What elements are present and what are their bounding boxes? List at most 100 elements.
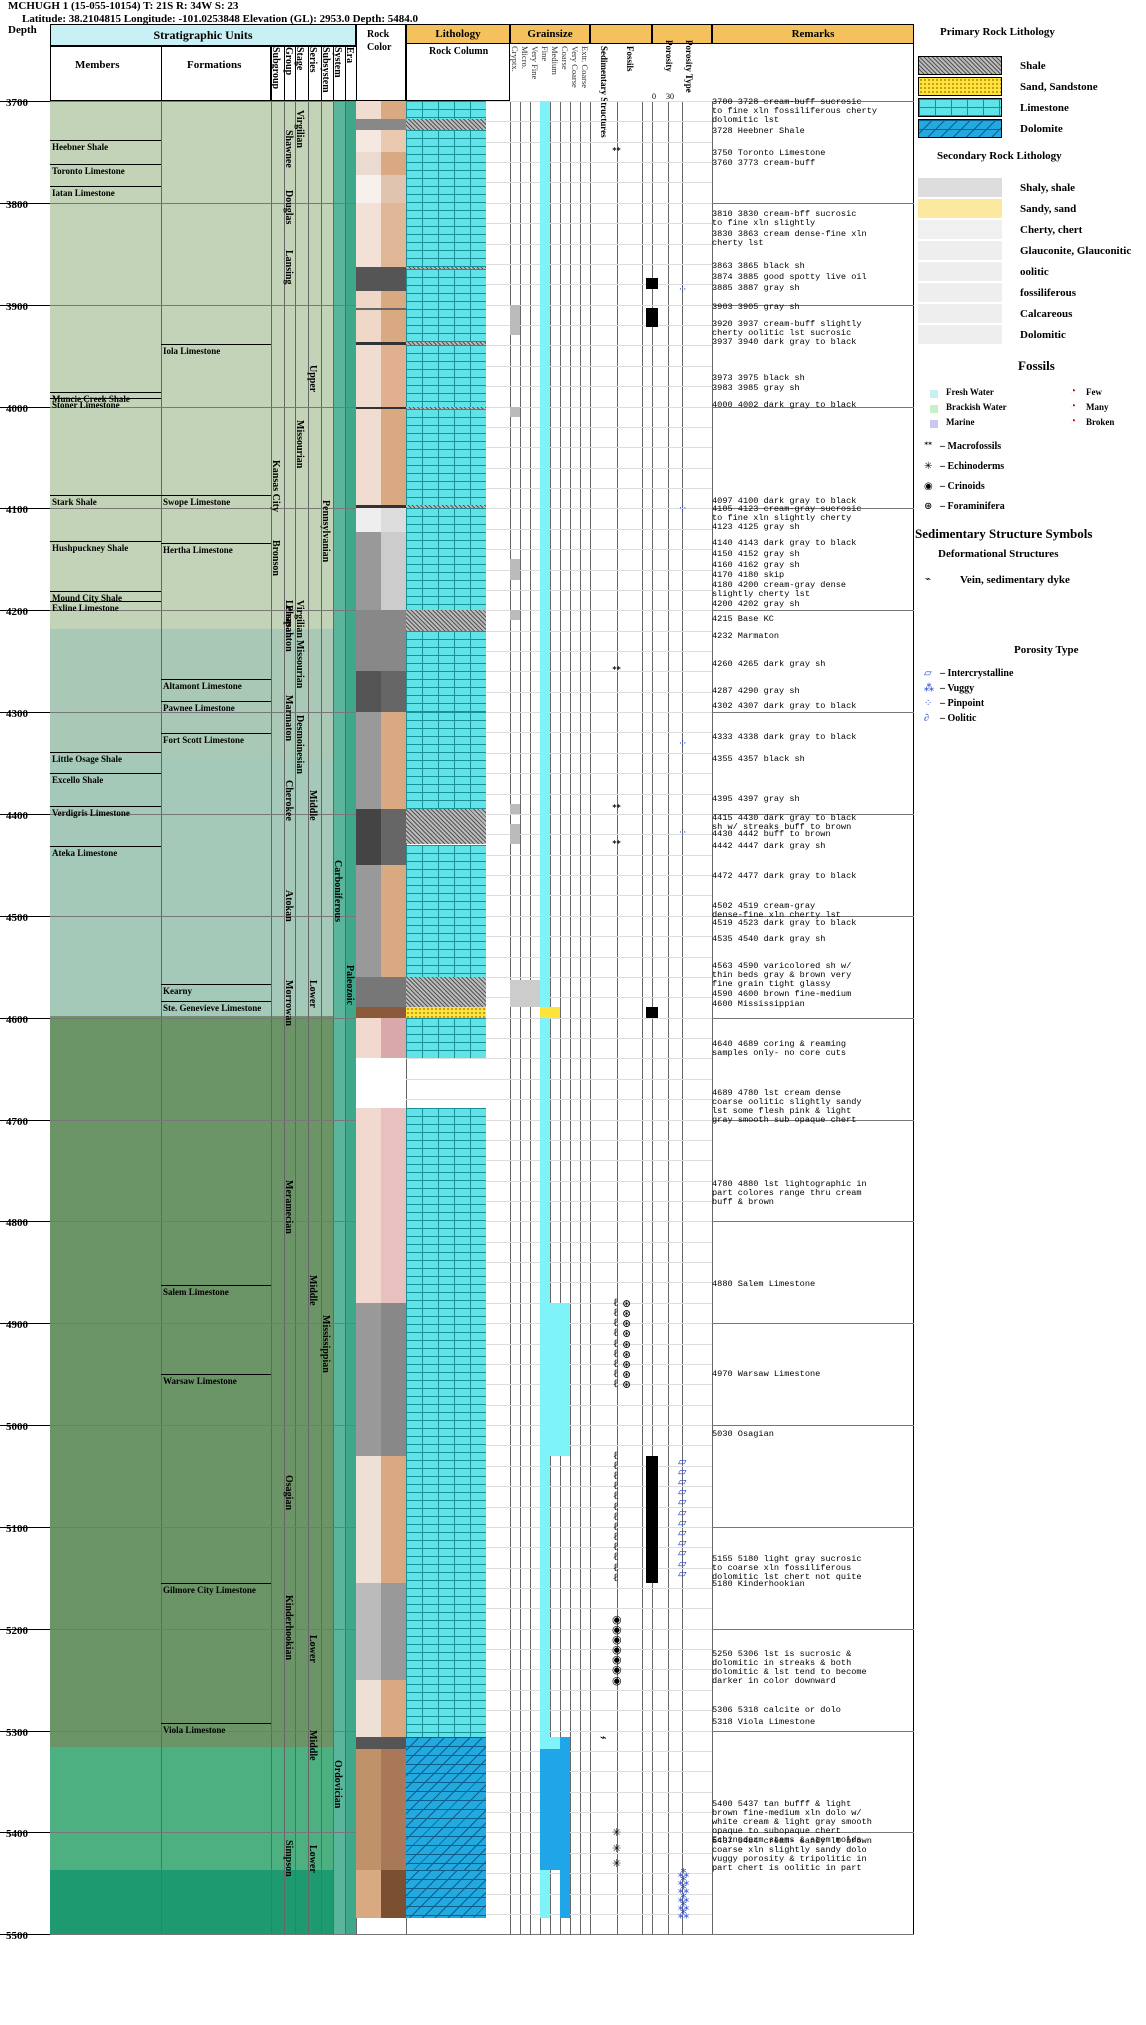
- depth-tick: [0, 1425, 50, 1427]
- echinoderm-icon: ✳: [612, 1842, 622, 1855]
- depth-5000: 5000: [6, 1421, 28, 1434]
- strat-zone-members: [50, 101, 161, 629]
- member-boundary: [50, 773, 161, 774]
- macrofossil-icon: ℓ: [613, 1480, 619, 1493]
- crinoid-icon: ◉: [612, 1633, 622, 1646]
- groups-label: Osagian: [283, 1475, 294, 1511]
- depth-tick: [0, 304, 50, 306]
- remark-text: 3885 3887 gray sh: [712, 283, 800, 293]
- remark-text: 5030 Osagian: [712, 1429, 774, 1439]
- rock-color-band: [356, 671, 381, 713]
- foraminifera-icon: ⊛: [622, 1338, 632, 1351]
- stages-label: Virgilian: [294, 110, 305, 148]
- color-header-text: Color: [367, 42, 392, 53]
- rock-color-band: [356, 1870, 381, 1918]
- minor-gridline: [356, 447, 712, 449]
- macrofossil-icon: ᕯ: [612, 802, 622, 815]
- minor-gridline: [356, 610, 712, 612]
- groups-label: Pleasanton: [283, 605, 294, 652]
- legend-sed-sub: Deformational Structures: [938, 548, 1059, 560]
- rock-color-band: [381, 1058, 406, 1109]
- groups-label: Marmaton: [283, 695, 294, 742]
- minor-gridline: [356, 467, 712, 469]
- member-boundary: [50, 846, 161, 847]
- member-boundary: [50, 398, 161, 399]
- remark-text: 4395 4397 gray sh: [712, 794, 800, 804]
- foraminifera-icon: ⊛: [622, 1318, 632, 1331]
- lithology-header-text: Lithology: [435, 28, 481, 40]
- member-label: Stoner Limestone: [52, 400, 120, 410]
- strat-zone-members: [50, 628, 161, 758]
- member-boundary: [50, 591, 161, 592]
- rock-color-band: [381, 1007, 406, 1018]
- rock-color-band: [381, 1017, 406, 1059]
- groups-label: Douglas: [283, 190, 294, 225]
- strat-zone-formations: [161, 1870, 271, 1935]
- formation-label: Hertha Limestone: [163, 545, 233, 555]
- strat-zone-formations: [161, 1015, 271, 1747]
- rock-color-band: [381, 1736, 406, 1749]
- foraminifera-icon: ⊛: [622, 1358, 632, 1371]
- rock-color-band: [356, 505, 381, 509]
- depth-tick: [0, 1628, 50, 1630]
- formation-label: Kearny: [163, 986, 192, 996]
- lithology-shale: [406, 342, 486, 346]
- remark-text: 4430 4442 buff to brown: [712, 829, 831, 839]
- minor-gridline: [356, 1119, 712, 1121]
- legend-poro-icon: ⁘: [924, 698, 933, 709]
- grainsize-shale: [510, 979, 540, 1008]
- minor-gridline: [356, 1445, 712, 1447]
- depth-tick: [0, 1119, 50, 1121]
- minor-gridline: [356, 386, 712, 388]
- intercrystalline-icon: ▱: [678, 1486, 687, 1499]
- legend-fossils-title: Fossils: [1018, 358, 1055, 373]
- rock-color-band: [356, 976, 381, 1008]
- remark-text: 4170 4180 skip: [712, 570, 785, 580]
- minor-gridline: [356, 1832, 712, 1834]
- legend-secondary-item: Shaly, shale: [1020, 182, 1076, 194]
- formation-boundary: [161, 543, 271, 544]
- macrofossil-icon: ℓ: [613, 1368, 619, 1381]
- rock-color-band: [356, 1058, 381, 1109]
- members-header: Members: [50, 46, 162, 101]
- rock-color-band: [381, 175, 406, 203]
- legend-secondary-item: oolitic: [1020, 266, 1049, 278]
- depth-4300: 4300: [6, 708, 28, 721]
- legend-primary-item: Shale: [1020, 60, 1046, 72]
- vein-icon: ⌁: [925, 574, 932, 585]
- porosity-max: 30: [666, 92, 674, 101]
- strat-zone-formations: [161, 1746, 271, 1871]
- porosity-min: 0: [652, 92, 656, 101]
- minor-gridline: [356, 1099, 712, 1101]
- rock-color-band: [356, 175, 381, 203]
- legend-secondary-swatch: [918, 283, 1002, 302]
- poro-header-cap: [652, 24, 712, 44]
- strat-zone-members: [50, 1746, 161, 1871]
- strat-header-era: [345, 46, 357, 101]
- minor-gridline: [356, 813, 712, 815]
- remark-text: 4160 4162 gray sh: [712, 560, 800, 570]
- depth-4600: 4600: [6, 1013, 28, 1026]
- remarks-header-text: Remarks: [791, 28, 835, 40]
- legend-poro-title: Porosity Type: [1014, 644, 1079, 656]
- grainsize-header: Grainsize: [510, 24, 590, 44]
- rock-color-band: [381, 1870, 406, 1918]
- remark-text: 3920 3937 cream-buff slightly cherty ool…: [712, 319, 862, 338]
- remark-text: 3863 3865 black sh: [712, 261, 805, 271]
- formation-label: Warsaw Limestone: [163, 1376, 237, 1386]
- minor-gridline: [356, 263, 712, 265]
- grainsize-bar: [540, 1017, 550, 1303]
- minor-gridline: [356, 854, 712, 856]
- member-label: Exline Limestone: [52, 603, 119, 613]
- legend-fossil-icon: ⊛: [924, 501, 933, 512]
- macrofossil-icon: ℓ: [613, 1327, 619, 1340]
- rock-color-band: [356, 1748, 381, 1871]
- legend-water-item: Fresh Water: [946, 387, 994, 397]
- grainsize-dolo: [540, 1748, 560, 1871]
- minor-gridline: [356, 1649, 712, 1651]
- intercrystalline-icon: ▱: [678, 1557, 687, 1570]
- depth-tick: [0, 406, 50, 408]
- minor-gridline: [356, 304, 712, 306]
- subsystems-label: Pennsylvanian: [320, 500, 331, 563]
- rock-color-band: [381, 151, 406, 176]
